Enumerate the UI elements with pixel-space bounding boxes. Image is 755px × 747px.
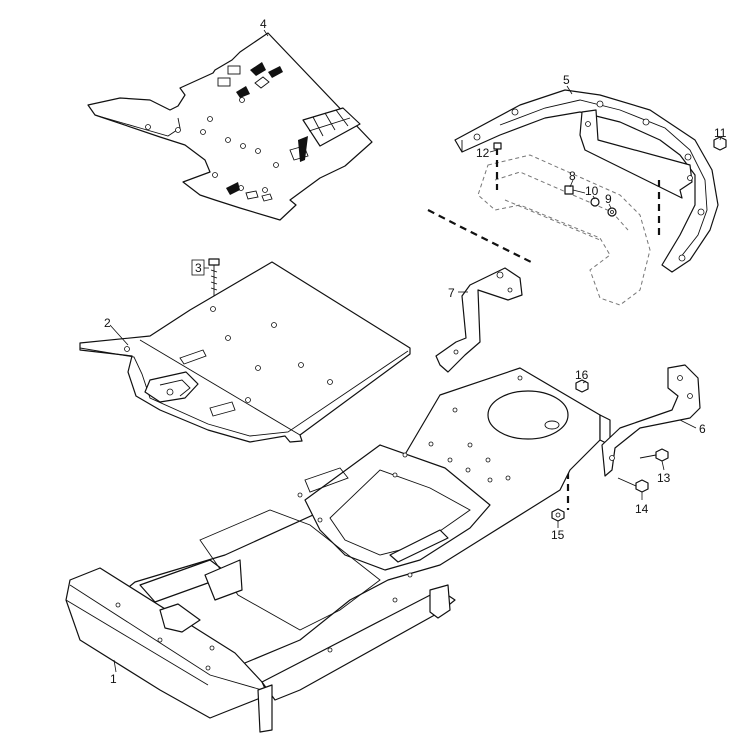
callout-13: 13 <box>657 471 671 485</box>
part-1-main-frame <box>65 367 611 733</box>
part-6-bracket <box>601 364 701 477</box>
callout-9: 9 <box>605 192 612 206</box>
callout-leaders <box>109 29 722 673</box>
callout-8: 8 <box>569 169 576 183</box>
callout-10: 10 <box>585 184 599 198</box>
callout-14: 14 <box>635 502 649 516</box>
callout-16: 16 <box>575 368 589 382</box>
ghost-hitch-frame <box>477 154 651 306</box>
callout-11: 11 <box>714 126 727 140</box>
callout-3: 3 <box>195 261 202 275</box>
callout-5: 5 <box>563 73 570 87</box>
callout-4: 4 <box>260 17 267 31</box>
callout-2: 2 <box>104 316 111 330</box>
part-4-floor-mat <box>87 32 373 221</box>
callout-labels: 1 2 3 4 5 6 7 8 9 10 11 12 13 14 15 16 <box>104 17 727 686</box>
part-5-rear-bumper <box>454 89 719 273</box>
callout-7: 7 <box>448 286 455 300</box>
assembly-leaders <box>427 148 661 510</box>
part-3-screw <box>208 258 220 300</box>
callout-6: 6 <box>699 422 706 436</box>
bumper-hardware <box>493 136 727 217</box>
callout-3-box <box>191 259 205 276</box>
part-2-floor-pan <box>79 261 411 443</box>
frame-hardware <box>551 379 669 522</box>
callout-12: 12 <box>476 146 490 160</box>
callout-15: 15 <box>551 528 565 542</box>
callout-1: 1 <box>110 672 117 686</box>
part-7-bracket <box>435 267 523 373</box>
